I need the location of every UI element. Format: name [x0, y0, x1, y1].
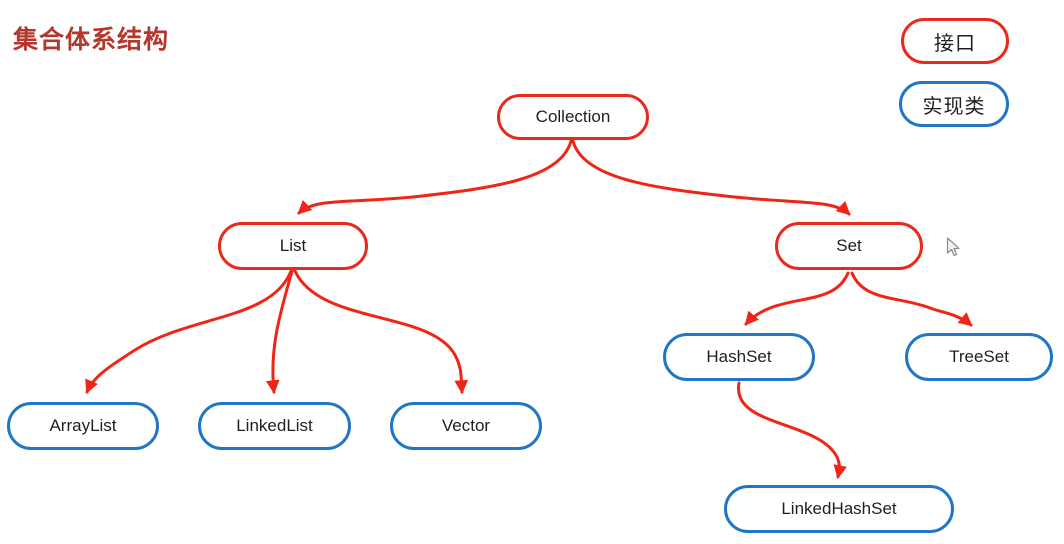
node-linkedlist: LinkedList — [198, 402, 351, 450]
edge-list-arraylist — [85, 269, 293, 394]
mouse-cursor-icon — [946, 237, 960, 257]
node-hashset: HashSet — [663, 333, 815, 381]
edge-set-hashset — [744, 271, 850, 326]
legend-implementation-pill: 实现类 — [899, 81, 1009, 127]
edge-collection-list — [297, 139, 573, 215]
node-set: Set — [775, 222, 923, 270]
node-arraylist: ArrayList — [7, 402, 159, 450]
edge-list-vector — [293, 269, 469, 395]
edge-list-linkedlist — [265, 269, 294, 395]
node-list: List — [218, 222, 368, 270]
node-linkedhashset: LinkedHashSet — [724, 485, 954, 533]
legend-interface-pill: 接口 — [901, 18, 1009, 64]
node-vector: Vector — [390, 402, 542, 450]
node-collection: Collection — [497, 94, 649, 140]
edge-collection-set — [571, 139, 851, 216]
node-treeset: TreeSet — [905, 333, 1053, 381]
edge-set-treeset — [850, 271, 973, 327]
edge-hashset-linkedhashset — [737, 381, 848, 480]
page-title: 集合体系结构 — [13, 26, 170, 54]
